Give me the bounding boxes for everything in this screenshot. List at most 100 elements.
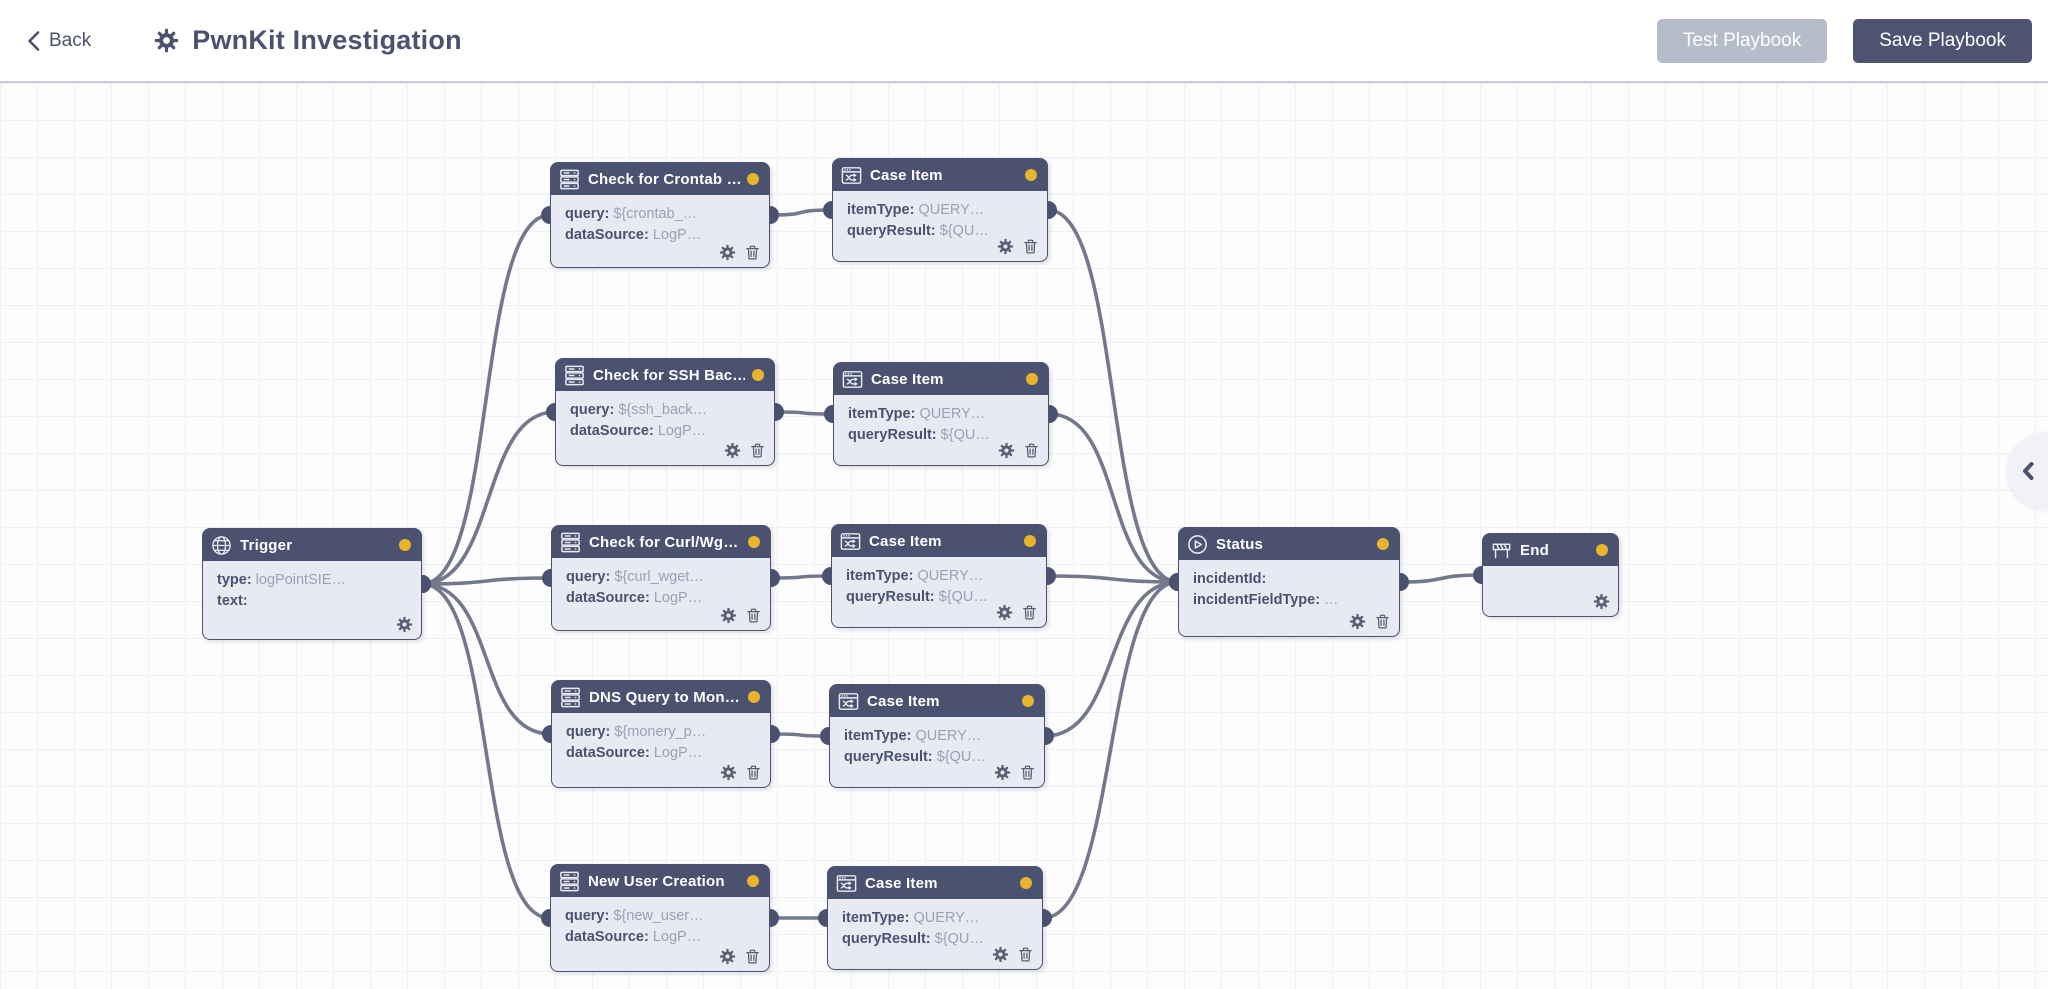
playbook-canvas[interactable]: Trigger type: logPointSIE… text: Check for… [0, 83, 2048, 989]
node-body: query: ${new_user…dataSource: LogP… [551, 897, 769, 952]
gear-icon [155, 28, 179, 53]
field-label: queryResult: [842, 931, 935, 948]
gear-icon[interactable] [720, 607, 737, 624]
trash-icon[interactable] [1021, 604, 1038, 621]
node-body: itemType: QUERY…queryResult: ${QU… [834, 395, 1048, 450]
trash-icon[interactable] [1022, 238, 1039, 255]
gear-icon[interactable] [994, 764, 1011, 781]
node-header[interactable]: Status [1179, 528, 1399, 560]
node-header[interactable]: Case Item [833, 159, 1047, 191]
node-trigger[interactable]: Trigger type: logPointSIE… text: [202, 528, 422, 640]
page-title: PwnKit Investigation [192, 25, 462, 55]
node-field: incidentId: [1193, 569, 1387, 590]
trash-icon[interactable] [744, 244, 761, 261]
node-field: type: logPointSIE… [217, 570, 409, 591]
field-value: ${QU… [940, 427, 990, 444]
node-body: itemType: QUERY…queryResult: ${QU… [832, 557, 1046, 612]
field-value: … [1324, 592, 1339, 609]
field-value: LogP… [653, 590, 703, 607]
edge-case-item-2-to-status [1047, 412, 1180, 584]
node-header[interactable]: End [1483, 534, 1618, 566]
field-label: itemType: [842, 910, 914, 926]
field-value: QUERY… [915, 728, 982, 744]
back-button[interactable]: Back [26, 30, 91, 52]
status-dot [747, 875, 759, 887]
gear-icon[interactable] [719, 244, 736, 261]
gear-icon[interactable] [724, 442, 741, 459]
trash-icon[interactable] [745, 607, 762, 624]
field-value: ${curl_wget… [614, 569, 704, 585]
gear-icon[interactable] [1349, 613, 1366, 630]
gear-icon[interactable] [992, 946, 1009, 963]
node-case-item-2[interactable]: Case Item itemType: QUERY…queryResult: ${… [833, 362, 1049, 466]
gear-icon[interactable] [1593, 593, 1610, 610]
trash-icon[interactable] [749, 442, 766, 459]
node-body: type: logPointSIE… text: [203, 561, 421, 616]
node-body: query: ${crontab_…dataSource: LogP… [551, 195, 769, 250]
node-header[interactable]: New User Creation [551, 865, 769, 897]
node-header[interactable]: Case Item [830, 685, 1044, 717]
node-field: incidentFieldType: … [1193, 590, 1387, 611]
trash-icon[interactable] [1374, 613, 1391, 630]
node-end[interactable]: End [1482, 533, 1619, 617]
trash-icon[interactable] [745, 764, 762, 781]
node-dns-query-monitor[interactable]: DNS Query to Mon…query: ${monery_p…dataS… [551, 680, 771, 788]
node-check-crontab[interactable]: Check for Crontab …query: ${crontab_…dat… [550, 162, 770, 268]
node-body: query: ${monery_p…dataSource: LogP… [552, 713, 770, 768]
gear-icon[interactable] [997, 238, 1014, 255]
trash-icon[interactable] [1019, 764, 1036, 781]
field-value: logPointSIE… [255, 572, 346, 588]
server-icon [558, 168, 581, 191]
node-header[interactable]: Case Item [832, 525, 1046, 557]
node-field: itemType: QUERY… [842, 908, 1030, 929]
trash-icon[interactable] [744, 948, 761, 965]
node-field: queryResult: ${QU… [846, 587, 1034, 608]
node-field: query: ${crontab_… [565, 204, 757, 225]
node-title: Check for SSH Bac… [593, 366, 745, 384]
node-header[interactable]: Trigger [203, 529, 421, 561]
field-value: ${new_user… [613, 908, 704, 924]
test-playbook-button[interactable]: Test Playbook [1656, 18, 1828, 63]
gear-icon[interactable] [719, 948, 736, 965]
node-field: dataSource: LogP… [566, 743, 758, 764]
field-label: queryResult: [848, 427, 941, 444]
node-title: End [1520, 541, 1549, 559]
trash-icon[interactable] [1023, 442, 1040, 459]
save-playbook-button[interactable]: Save Playbook [1853, 18, 2032, 63]
field-value: ${QU… [934, 931, 984, 948]
node-title: Case Item [871, 370, 944, 388]
node-check-ssh[interactable]: Check for SSH Bac…query: ${ssh_back…data… [555, 358, 775, 466]
gear-icon[interactable] [998, 442, 1015, 459]
node-title: Case Item [870, 166, 943, 184]
node-header[interactable]: DNS Query to Mon… [552, 681, 770, 713]
node-header[interactable]: Case Item [828, 867, 1042, 899]
node-header[interactable]: Check for Crontab … [551, 163, 769, 195]
field-label: queryResult: [847, 223, 940, 240]
status-dot [752, 369, 764, 381]
trash-icon[interactable] [1017, 946, 1034, 963]
node-field: itemType: QUERY… [846, 566, 1034, 587]
gear-icon[interactable] [996, 604, 1013, 621]
gear-icon[interactable] [396, 616, 413, 633]
server-icon [563, 364, 586, 387]
globe-icon [210, 534, 233, 557]
field-label: text: [217, 593, 248, 610]
edge-check-ssh-to-case-item-2 [773, 410, 835, 416]
node-header[interactable]: Check for SSH Bac… [556, 359, 774, 391]
node-check-curl-wget[interactable]: Check for Curl/Wg…query: ${curl_wget…dat… [551, 525, 771, 631]
node-body: incidentId: incidentFieldType: … [1179, 560, 1399, 615]
play-circle-icon [1186, 533, 1209, 556]
edge-case-item-4-to-status [1043, 580, 1180, 738]
status-dot [1024, 535, 1036, 547]
node-header[interactable]: Case Item [834, 363, 1048, 395]
node-header[interactable]: Check for Curl/Wg… [552, 526, 770, 558]
node-case-item-5[interactable]: Case Item itemType: QUERY… queryResult: ${… [827, 866, 1043, 970]
field-value: ${QU… [939, 223, 989, 240]
node-field: text: [217, 591, 409, 612]
gear-icon[interactable] [720, 764, 737, 781]
